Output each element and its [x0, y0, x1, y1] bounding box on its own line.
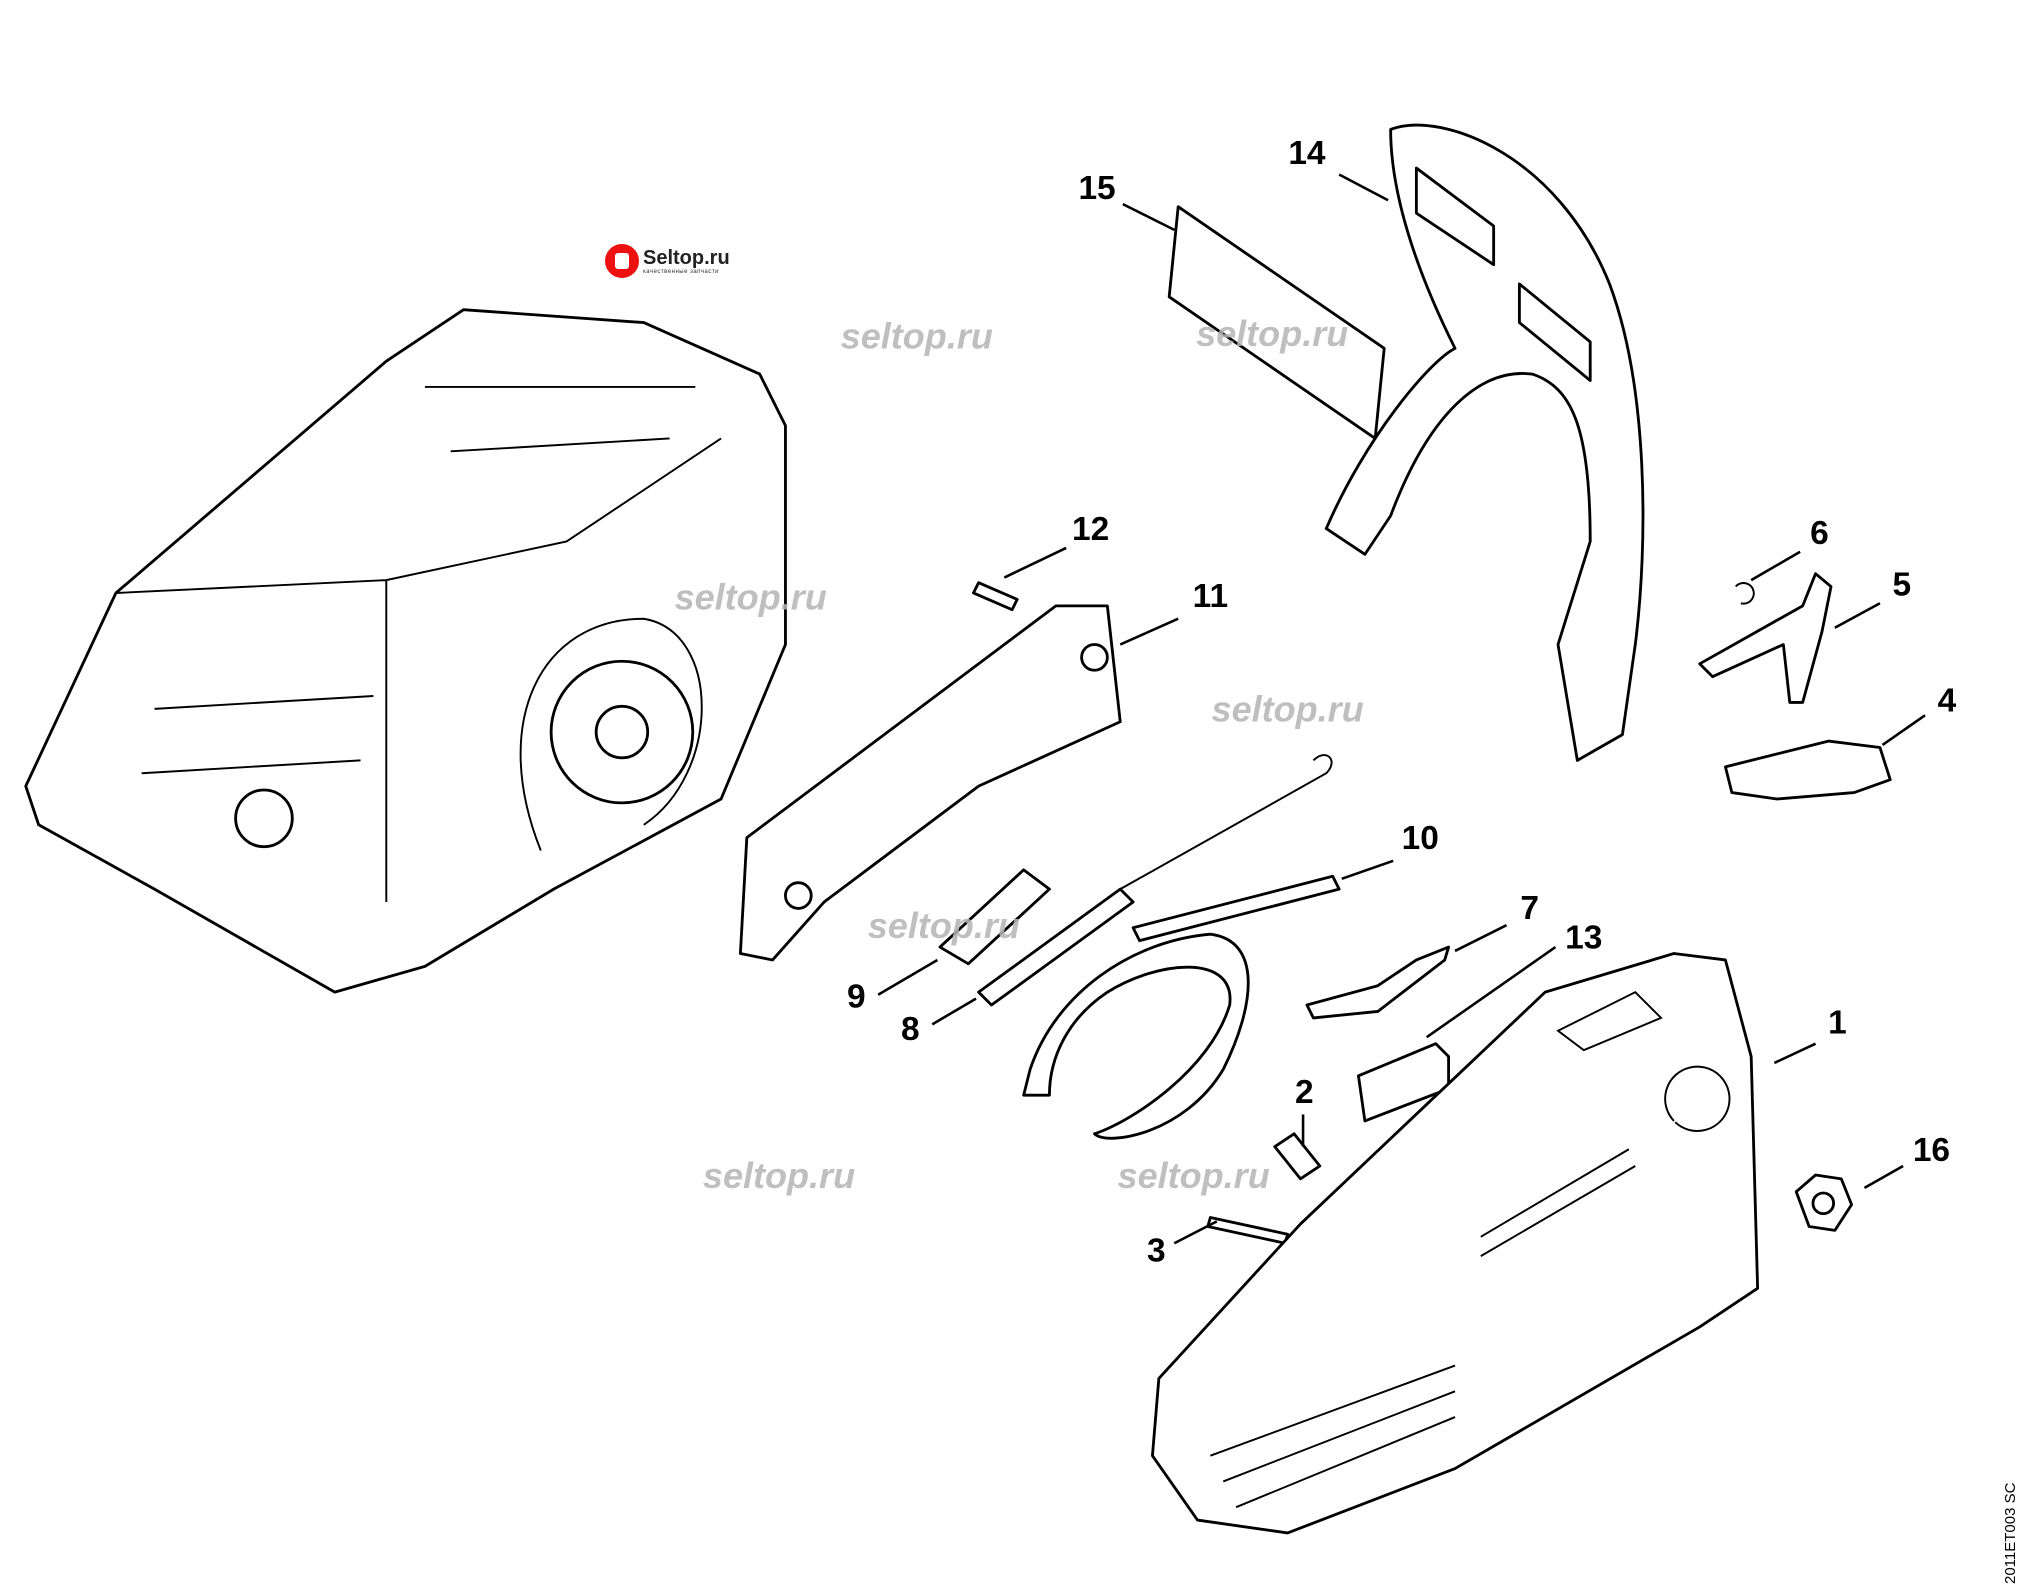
drawing-code: 2011ET003 SC — [2002, 1482, 2019, 1584]
leader-line-4 — [1881, 714, 1926, 746]
part-number-9: 9 — [847, 979, 866, 1016]
watermark: seltop.ru — [1212, 689, 1364, 730]
part-number-4: 4 — [1938, 682, 1957, 719]
leader-line-10 — [1341, 859, 1394, 881]
part-number-16: 16 — [1913, 1132, 1950, 1169]
watermark: seltop.ru — [1118, 1155, 1270, 1196]
part-number-7: 7 — [1520, 890, 1539, 927]
label-part — [1167, 205, 1386, 440]
part-number-12: 12 — [1072, 511, 1109, 548]
part-number-11: 11 — [1193, 578, 1228, 615]
leader-line-5 — [1834, 602, 1881, 629]
engine-housing — [24, 308, 787, 994]
watermark: seltop.ru — [868, 905, 1020, 946]
seltop-logo: Seltop.ru качественные запчасти — [605, 244, 730, 278]
leader-line-7 — [1454, 924, 1508, 953]
leader-line-1 — [1773, 1042, 1817, 1065]
brake-band-part — [1022, 932, 1250, 1140]
leader-line-9 — [877, 958, 939, 996]
part-number-8: 8 — [901, 1011, 920, 1048]
leader-line-14 — [1338, 173, 1389, 202]
logo-tagline: качественные запчасти — [643, 268, 719, 275]
part-number-2: 2 — [1295, 1074, 1314, 1111]
guide-plate-part — [738, 604, 1122, 962]
watermark: seltop.ru — [1196, 313, 1348, 354]
leader-line-11 — [1119, 617, 1179, 646]
watermark: seltop.ru — [703, 1155, 855, 1196]
hand-guard-part — [1324, 123, 1645, 762]
leader-line-12 — [1003, 546, 1067, 579]
leader-line-8 — [931, 997, 977, 1026]
watermark: seltop.ru — [675, 577, 827, 618]
part-number-13: 13 — [1565, 919, 1602, 956]
part-number-10: 10 — [1402, 820, 1439, 857]
leader-line-16 — [1863, 1164, 1904, 1189]
logo-brand: Seltop.ru — [643, 246, 730, 269]
leader-line-13 — [1425, 946, 1557, 1039]
stihl-logo-outline — [1480, 1148, 1636, 1257]
sprocket-cover-part — [1151, 952, 1760, 1535]
watermark: seltop.ru — [841, 315, 993, 356]
part-number-6: 6 — [1810, 515, 1829, 552]
leader-line-6 — [1750, 550, 1801, 582]
fist-wrench-icon — [605, 244, 639, 278]
part-number-5: 5 — [1893, 567, 1912, 604]
leader-line-15 — [1122, 202, 1175, 232]
part-number-15: 15 — [1078, 170, 1115, 207]
part-number-3: 3 — [1147, 1232, 1166, 1269]
part-number-1: 1 — [1828, 1004, 1847, 1041]
part-number-14: 14 — [1288, 135, 1326, 172]
leader-line-3 — [1173, 1220, 1218, 1245]
